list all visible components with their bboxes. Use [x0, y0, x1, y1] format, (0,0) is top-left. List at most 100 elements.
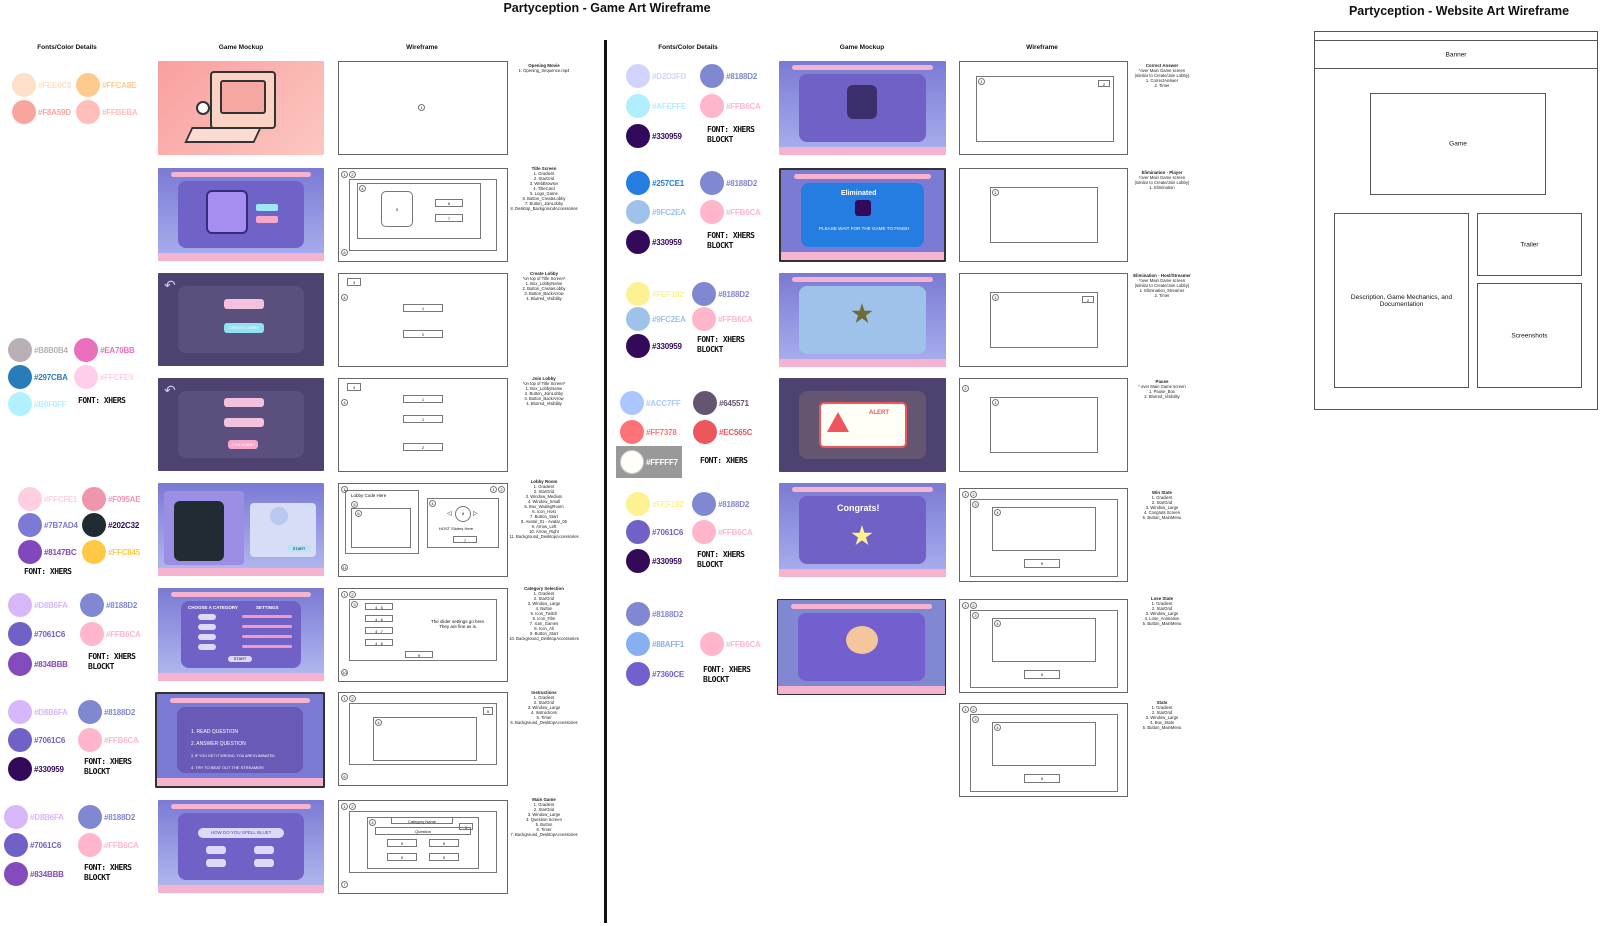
color-swatch	[8, 392, 32, 416]
font-label: FONT: XHERS BLOCKT	[707, 231, 755, 250]
choose-category-text: CHOOSE A CATEGORY	[188, 605, 238, 610]
answer-button	[206, 859, 226, 867]
swatch-label: #F095AE	[108, 495, 141, 504]
swatch-label: #EC565C	[719, 428, 753, 437]
swatch-label: #FFB6CA	[104, 736, 139, 745]
mockup-elimination-host	[779, 273, 946, 367]
font-label: FONT: XHERS BLOCKT	[703, 665, 751, 684]
swatch-label: #D2D3FD	[652, 72, 687, 81]
color-swatch	[8, 728, 32, 752]
swatch-label: #B8B0B4	[34, 346, 68, 355]
mockup-lobby-room: START	[158, 483, 324, 576]
avatar	[270, 507, 288, 525]
color-swatch	[700, 94, 724, 118]
wireframe-header-left: Wireframe	[406, 44, 438, 51]
swatch-label: #FFC845	[108, 548, 140, 557]
swatch-label: #9FC2EA	[652, 315, 686, 324]
website-description: Description, Game Mechanics, and Documen…	[1334, 213, 1469, 388]
color-swatch	[692, 307, 716, 331]
lose-animation	[846, 626, 878, 654]
settings-slider	[242, 615, 292, 618]
wireframe-note: Create Lobby *on top of Title Screen* 1.…	[522, 271, 566, 301]
eliminated-text: Eliminated	[841, 190, 877, 197]
swatch-label: #ACC7FF	[646, 399, 681, 408]
website-screenshots: Screenshots	[1477, 283, 1582, 388]
swatch-label: #FEE0C8	[38, 81, 72, 90]
color-swatch	[626, 200, 650, 224]
color-swatch	[620, 420, 644, 444]
swatch-label: #FFB6CA	[106, 630, 141, 639]
mockup-header-right: Game Mockup	[839, 44, 885, 51]
swatch-label: #330959	[34, 765, 64, 774]
swatch-label: #FEF192	[652, 500, 684, 509]
create-lobby-button	[256, 204, 278, 211]
settings-slider	[242, 645, 292, 648]
screenshots-label: Screenshots	[1511, 332, 1548, 339]
wireframe-note: Pause * over Main Game screen 1. Pause_B…	[1138, 379, 1186, 399]
wireframe-create-lobby: 3 4 1 2	[338, 273, 508, 367]
wireframe-note: Title Screen 1. Gradient 2. StarGrid 3. …	[510, 166, 578, 211]
swatch-label: #FF7378	[646, 428, 677, 437]
swatch-label: #8188D2	[718, 500, 750, 509]
color-swatch	[82, 540, 106, 564]
color-swatch	[620, 391, 644, 415]
category-button	[198, 624, 216, 630]
category-name-label: Category Name	[391, 817, 453, 824]
color-swatch	[4, 862, 28, 886]
color-swatch	[78, 805, 102, 829]
mockup-category-selection: CHOOSE A CATEGORY SETTINGS START	[158, 588, 324, 681]
swatch-label: #F8A59D	[38, 108, 71, 117]
swatch-label: #8188D2	[718, 290, 750, 299]
section-divider	[604, 40, 607, 923]
swatch-label: #330959	[652, 342, 682, 351]
swatch-label: #297CBA	[34, 373, 68, 382]
join-lobby-button	[256, 216, 278, 223]
back-arrow-icon: ↶	[164, 277, 176, 293]
swatch-label: #330959	[652, 557, 682, 566]
color-swatch	[12, 73, 36, 97]
website-banner: Banner	[1314, 40, 1598, 69]
swatch-label: #88AFF1	[652, 640, 684, 649]
color-swatch	[8, 700, 32, 724]
color-swatch	[692, 492, 716, 516]
color-swatch	[12, 100, 36, 124]
color-swatch	[626, 602, 650, 626]
swatch-label: #7061C6	[652, 528, 684, 537]
color-swatch	[80, 622, 104, 646]
swatch-label: #FFB6CA	[718, 528, 753, 537]
settings-slider	[242, 635, 292, 638]
font-label: FONT: XHERS	[78, 396, 126, 405]
swatch-label: #FFFFF7	[646, 458, 678, 467]
swatch-label: #8188D2	[104, 708, 136, 717]
mockup-main-game: HOW DO YOU SPELL BLUE?	[158, 800, 324, 893]
color-swatch	[78, 833, 102, 857]
mockup-elimination-player: Eliminated PLEASE WAIT FOR THE GAME TO F…	[779, 168, 946, 262]
wireframe-note: Join Lobby *on top of Title Screen* 1. B…	[522, 376, 566, 406]
keyboard-illustration	[184, 127, 262, 143]
create-lobby-button: CREATE LOBBY	[224, 323, 264, 333]
font-label: FONT: XHERS BLOCKT	[707, 125, 755, 144]
swatch-label: #7061C6	[34, 630, 66, 639]
wireframe-header-right: Wireframe	[1026, 44, 1058, 51]
mockup-create-lobby: ↶ CREATE LOBBY	[158, 273, 324, 366]
swatch-label: #FFCFE1	[44, 495, 78, 504]
mockup-win-state: Congrats!	[779, 483, 946, 577]
color-swatch	[8, 338, 32, 362]
description-label: Description, Game Mechanics, and Documen…	[1350, 293, 1453, 308]
color-swatch	[78, 700, 102, 724]
character-illustration	[196, 101, 210, 115]
join-lobby-button: JOIN LOBBY	[228, 440, 258, 449]
website-wireframe-title: Partyception - Website Art Wireframe	[1348, 4, 1570, 18]
color-swatch	[18, 540, 42, 564]
color-swatch	[74, 338, 98, 362]
settings-slider	[242, 625, 292, 628]
swatch-label: #FEF192	[652, 290, 684, 299]
logo-game	[206, 190, 248, 234]
color-swatch	[626, 334, 650, 358]
